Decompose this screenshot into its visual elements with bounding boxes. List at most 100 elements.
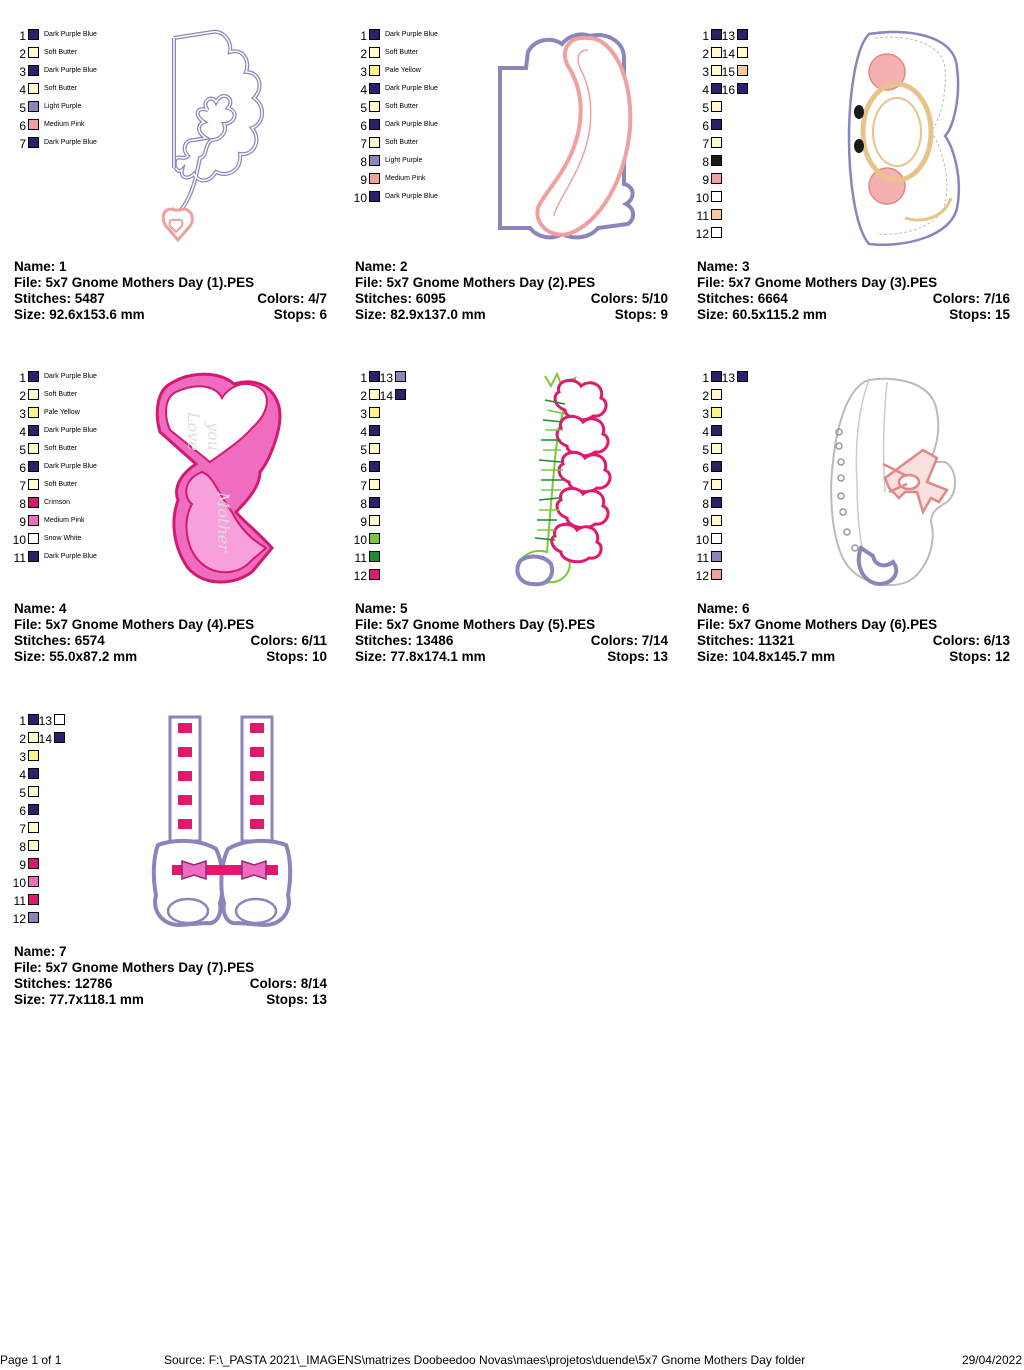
stitches-label: Stitches:: [697, 291, 755, 306]
thread-number: 6: [19, 461, 26, 475]
thread-number: 12: [353, 569, 367, 583]
stop-count: 9: [660, 307, 668, 322]
size-label: Size:: [14, 307, 46, 322]
thread-number: 6: [360, 119, 367, 133]
thread-color-name: Dark Purple Blue: [44, 463, 97, 470]
thread-number: 2: [19, 47, 26, 61]
stitch-count: 6574: [74, 633, 105, 648]
file-name: 5x7 Gnome Mothers Day (3).PES: [728, 275, 938, 290]
thread-number: 9: [360, 173, 367, 187]
thread-color-name: Medium Pink: [385, 175, 426, 182]
svg-text:you: you: [204, 421, 223, 451]
thread-color-name: Soft Butter: [385, 139, 419, 146]
color-swatch: [737, 371, 748, 382]
stops-label: Stops:: [273, 307, 316, 322]
svg-text:Mother: Mother: [214, 491, 233, 553]
design-name: 3: [742, 259, 750, 274]
thread-color-name: Dark Purple Blue: [44, 553, 97, 560]
thread-number: 8: [19, 840, 26, 854]
thread-number: 5: [360, 443, 367, 457]
color-swatch: [28, 515, 39, 526]
size-label: Size:: [355, 649, 387, 664]
thread-number: 9: [19, 515, 26, 529]
file-name: 5x7 Gnome Mothers Day (2).PES: [386, 275, 596, 290]
thread-color-name: Soft Butter: [44, 85, 78, 92]
color-swatch: [369, 425, 380, 436]
design-name: 1: [59, 259, 67, 274]
file-name: 5x7 Gnome Mothers Day (4).PES: [45, 617, 255, 632]
color-swatch: [28, 443, 39, 454]
stops-label: Stops:: [266, 649, 309, 664]
thread-number: 4: [360, 425, 367, 439]
color-swatch: [395, 389, 406, 400]
design-preview-image: [151, 715, 293, 928]
color-swatch: [711, 47, 722, 58]
color-count: 7/14: [641, 633, 668, 648]
design-preview-image: [161, 29, 264, 243]
thread-number: 11: [696, 551, 709, 565]
color-swatch: [369, 389, 380, 400]
color-swatch: [28, 65, 39, 76]
color-swatch: [28, 894, 39, 905]
thread-number: 14: [379, 389, 393, 403]
thread-number: 3: [19, 65, 26, 79]
thread-color-name: Dark Purple Blue: [385, 85, 438, 92]
thread-number: 7: [19, 822, 26, 836]
color-swatch: [28, 83, 39, 94]
color-swatch: [28, 497, 39, 508]
design-size: 60.5x115.2 mm: [732, 307, 827, 322]
design-preview-image: [498, 32, 635, 240]
color-swatch: [369, 443, 380, 454]
color-swatch: [369, 155, 380, 166]
design-name: 4: [59, 601, 67, 616]
thread-number: 7: [702, 479, 709, 493]
thread-number: 12: [695, 569, 709, 583]
color-swatch: [28, 479, 39, 490]
color-count: 6/11: [301, 633, 327, 648]
thread-color-name: Dark Purple Blue: [44, 373, 97, 380]
color-swatch: [711, 29, 722, 40]
thread-number: 5: [360, 101, 367, 115]
thread-number: 13: [721, 371, 735, 385]
color-swatch: [28, 371, 39, 382]
color-swatch: [369, 371, 380, 382]
color-swatch: [28, 407, 39, 418]
color-swatch: [369, 551, 380, 562]
thread-number: 3: [702, 65, 709, 79]
thread-color-name: Crimson: [44, 499, 71, 506]
thread-color-name: Dark Purple Blue: [44, 67, 97, 74]
thread-number: 8: [360, 155, 367, 169]
thread-number: 14: [38, 732, 52, 746]
file-label: File:: [14, 275, 42, 290]
thread-number: 5: [19, 101, 26, 115]
stitch-count: 5487: [74, 291, 105, 306]
colors-label: Colors:: [932, 291, 980, 306]
thread-number: 9: [702, 173, 709, 187]
stop-count: 13: [311, 992, 327, 1007]
file-name: 5x7 Gnome Mothers Day (6).PES: [728, 617, 938, 632]
color-swatch: [54, 714, 65, 725]
color-swatch: [369, 29, 380, 40]
design-size: 77.8x174.1 mm: [390, 649, 486, 664]
thread-number: 1: [360, 29, 367, 43]
thread-number: 6: [702, 119, 709, 133]
color-swatch: [369, 461, 380, 472]
color-swatch: [28, 101, 39, 112]
stitches-label: Stitches:: [14, 291, 72, 306]
color-swatch: [711, 155, 722, 166]
stitches-label: Stitches:: [697, 633, 755, 648]
stop-count: 13: [652, 649, 668, 664]
thread-number: 1: [19, 29, 26, 43]
thread-color-name: Soft Butter: [385, 49, 419, 56]
size-label: Size:: [14, 992, 46, 1007]
color-swatch: [28, 389, 39, 400]
stops-label: Stops:: [614, 307, 657, 322]
design-name: 5: [400, 601, 408, 616]
thread-color-name: Dark Purple Blue: [44, 31, 97, 38]
thread-number: 5: [19, 443, 26, 457]
thread-number: 13: [721, 29, 735, 43]
color-swatch: [369, 407, 380, 418]
